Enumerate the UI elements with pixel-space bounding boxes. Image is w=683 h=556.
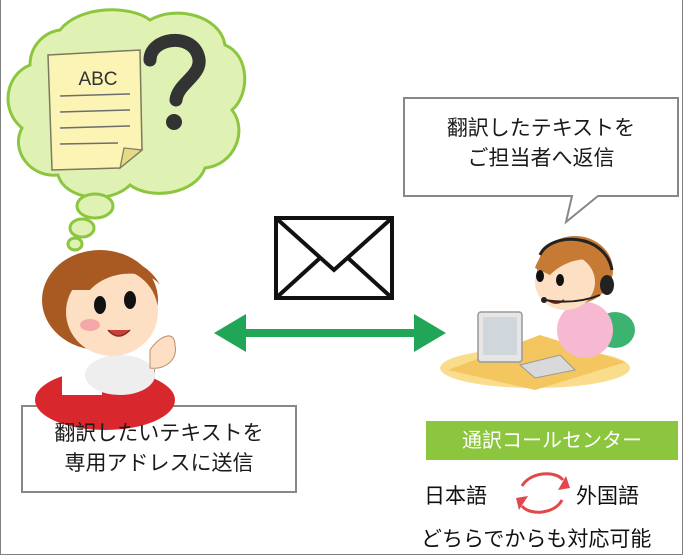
customer-callout: 翻訳したいテキストを 専用アドレスに送信 (22, 418, 296, 478)
document-icon (47, 49, 144, 171)
agent-speech-bubble (403, 97, 679, 225)
question-mark-icon (143, 33, 206, 130)
call-center-label: 通訳コールセンター (426, 421, 678, 460)
language-japanese: 日本語 (424, 484, 487, 508)
customer-callout-line2: 専用アドレスに送信 (64, 451, 254, 475)
agent-callout-line2: ご担当者へ返信 (467, 146, 615, 170)
double-arrow-icon (214, 314, 446, 352)
agent-avatar (440, 236, 635, 390)
customer-avatar (35, 250, 176, 430)
envelope-icon (274, 216, 394, 300)
document-label: ABC (78, 69, 118, 90)
language-foreign: 外国語 (576, 484, 639, 508)
headset-icon (538, 237, 614, 303)
agent-callout: 翻訳したテキストを ご担当者へ返信 (404, 113, 678, 173)
customer-callout-line1: 翻訳したいテキストを (54, 421, 264, 445)
support-note: どちらでからも対応可能 (421, 527, 652, 551)
agent-callout-line1: 翻訳したテキストを (446, 116, 636, 140)
swap-arrows-icon (516, 472, 570, 514)
